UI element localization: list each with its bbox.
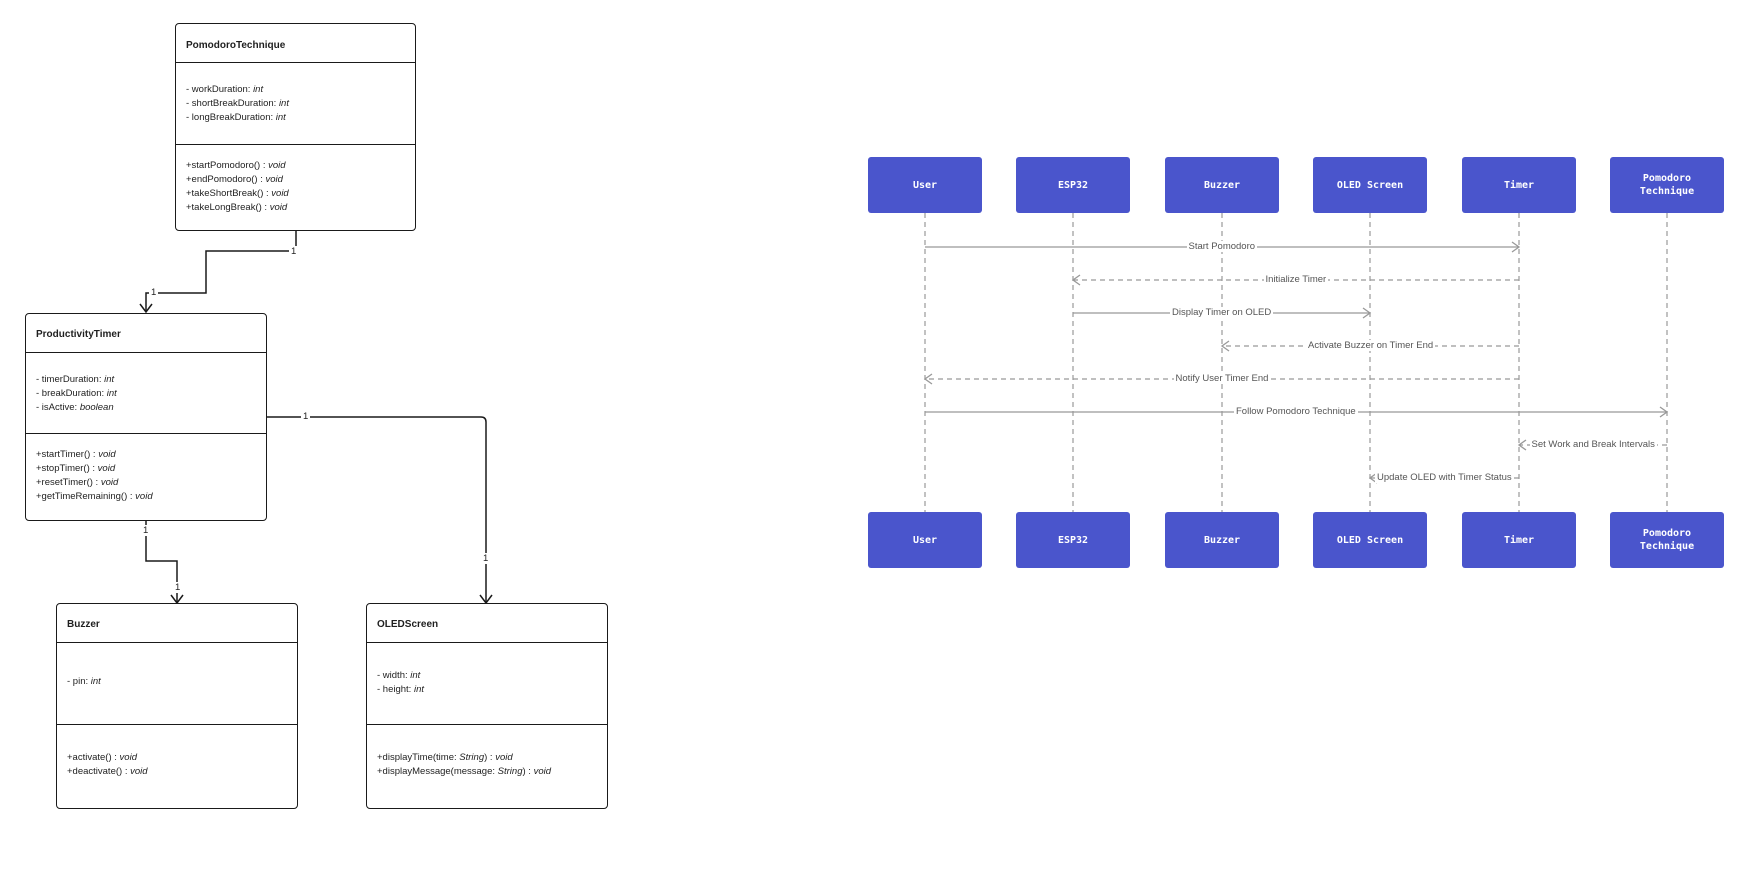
method: +resetTimer() : void	[36, 477, 119, 488]
message-label: Update OLED with Timer Status	[1375, 472, 1514, 483]
method: +getTimeRemaining() : void	[36, 491, 153, 502]
message-arrowhead	[1071, 274, 1081, 286]
message-label: Start Pomodoro	[1186, 241, 1258, 252]
assoc-pomodoro-timer-arrow	[139, 303, 153, 314]
attribute: - pin: int	[67, 676, 101, 687]
message-arrowhead	[1362, 307, 1372, 319]
multiplicity-label: 1	[149, 287, 159, 298]
message-label: Set Work and Break Intervals	[1529, 439, 1657, 450]
attribute: - height: int	[377, 684, 425, 695]
attribute: - width: int	[377, 670, 421, 681]
participant-esp32-top[interactable]: ESP32	[1016, 157, 1130, 213]
multiplicity-label: 1	[173, 582, 183, 593]
method: +startTimer() : void	[36, 449, 116, 460]
method: +deactivate() : void	[67, 766, 148, 777]
participant-buzzer-bottom[interactable]: Buzzer	[1165, 512, 1279, 568]
class-divider	[176, 144, 415, 145]
class-pomodoro-technique[interactable]: PomodoroTechnique - workDuration: int - …	[175, 23, 416, 231]
multiplicity-label: 1	[481, 553, 491, 564]
attribute: - longBreakDuration: int	[186, 112, 286, 123]
class-divider	[26, 433, 266, 434]
class-title: PomodoroTechnique	[186, 40, 286, 51]
message-arrowhead	[923, 373, 933, 385]
method: +takeLongBreak() : void	[186, 202, 288, 213]
attribute: - isActive: boolean	[36, 402, 114, 413]
class-divider	[367, 724, 607, 725]
attribute: - workDuration: int	[186, 84, 264, 95]
class-divider	[57, 724, 297, 725]
class-divider	[26, 352, 266, 353]
attribute: - breakDuration: int	[36, 388, 117, 399]
method: +activate() : void	[67, 752, 137, 763]
class-divider	[367, 642, 607, 643]
attribute: - shortBreakDuration: int	[186, 98, 289, 109]
assoc-timer-oled	[266, 416, 487, 602]
message-label: Follow Pomodoro Technique	[1234, 406, 1358, 417]
class-oled-screen[interactable]: OLEDScreen - width: int - height: int +d…	[366, 603, 608, 809]
class-divider	[176, 62, 415, 63]
class-productivity-timer[interactable]: ProductivityTimer - timerDuration: int -…	[25, 313, 267, 521]
participant-oled-screen-bottom[interactable]: OLED Screen	[1313, 512, 1427, 568]
message-label: Notify User Timer End	[1173, 373, 1271, 384]
method: +startPomodoro() : void	[186, 160, 286, 171]
method: +displayTime(time: String) : void	[377, 752, 513, 763]
participant-pomodoro-technique-bottom[interactable]: Pomodoro Technique	[1610, 512, 1724, 568]
method: +stopTimer() : void	[36, 463, 116, 474]
participant-user-top[interactable]: User	[868, 157, 982, 213]
method: +endPomodoro() : void	[186, 174, 283, 185]
attribute: - timerDuration: int	[36, 374, 115, 385]
message-label: Initialize Timer	[1263, 274, 1329, 285]
message-arrowhead	[1511, 241, 1521, 253]
multiplicity-label: 1	[289, 246, 299, 257]
message-label: Display Timer on OLED	[1170, 307, 1274, 318]
participant-timer-bottom[interactable]: Timer	[1462, 512, 1576, 568]
message-label: Activate Buzzer on Timer End	[1306, 340, 1436, 351]
participant-esp32-bottom[interactable]: ESP32	[1016, 512, 1130, 568]
method: +takeShortBreak() : void	[186, 188, 289, 199]
participant-user-bottom[interactable]: User	[868, 512, 982, 568]
class-divider	[57, 642, 297, 643]
class-title: OLEDScreen	[377, 619, 439, 630]
assoc-pomodoro-timer	[145, 230, 297, 311]
method: +displayMessage(message: String) : void	[377, 766, 552, 777]
message-arrowhead	[1659, 406, 1669, 418]
class-title: ProductivityTimer	[36, 329, 121, 340]
multiplicity-label: 1	[301, 411, 311, 422]
participant-timer-top[interactable]: Timer	[1462, 157, 1576, 213]
participant-oled-screen-top[interactable]: OLED Screen	[1313, 157, 1427, 213]
assoc-timer-buzzer	[145, 520, 178, 602]
class-buzzer[interactable]: Buzzer - pin: int +activate() : void +de…	[56, 603, 298, 809]
message-arrowhead	[1220, 340, 1230, 352]
participant-pomodoro-technique-top[interactable]: Pomodoro Technique	[1610, 157, 1724, 213]
multiplicity-label: 1	[141, 525, 151, 536]
class-title: Buzzer	[67, 619, 100, 630]
participant-buzzer-top[interactable]: Buzzer	[1165, 157, 1279, 213]
message-arrowhead	[1517, 439, 1527, 451]
message-arrowhead	[1368, 472, 1378, 484]
